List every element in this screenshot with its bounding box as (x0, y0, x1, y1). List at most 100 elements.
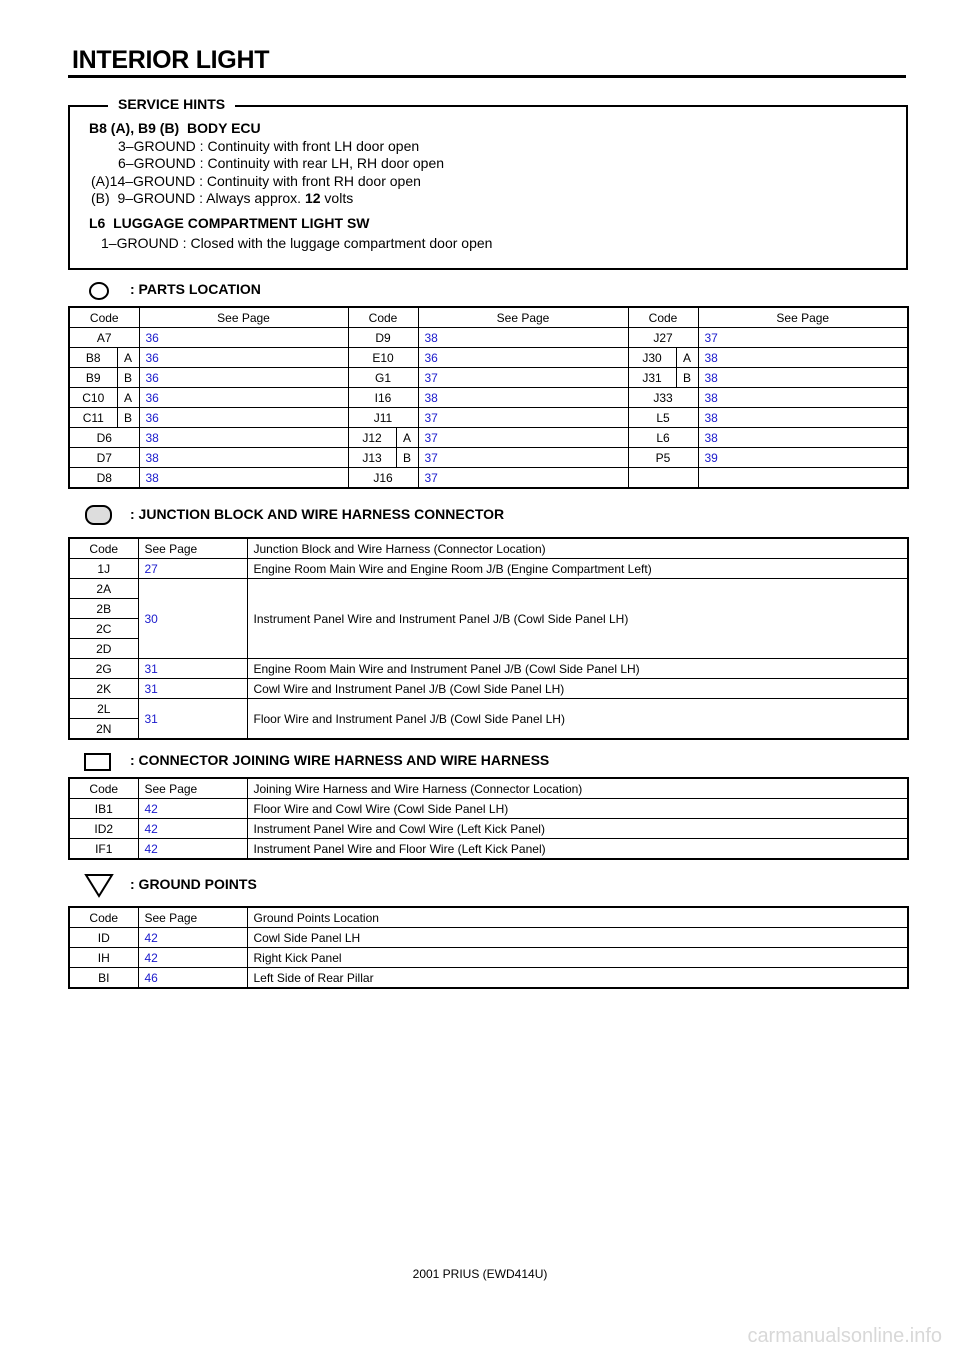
code-cell: L5 (627, 407, 699, 428)
hint-line: (B) 9–GROUND : Always approx. 12 volts (91, 190, 354, 206)
code-cell: J30 (627, 347, 677, 368)
header-cell: Code (68, 306, 140, 328)
suffix-cell: B (116, 367, 140, 388)
see-page-link[interactable]: 36 (138, 327, 349, 348)
see-page-link[interactable]: 46 (137, 967, 248, 989)
see-page-link[interactable]: 38 (417, 387, 629, 408)
header-cell: See Page (137, 777, 248, 799)
code-cell: B8 (68, 347, 118, 368)
see-page-link[interactable]: 31 (137, 678, 248, 699)
see-page-link[interactable]: 42 (137, 947, 248, 968)
see-page-link[interactable]: 38 (138, 467, 349, 489)
see-page-link[interactable]: 38 (697, 367, 909, 388)
location-cell: Instrument Panel Wire and Instrument Pan… (246, 578, 909, 659)
see-page-link[interactable]: 31 (137, 658, 248, 679)
header-cell: Code (68, 906, 139, 928)
suffix-cell: B (675, 367, 699, 388)
service-hints-label: SERVICE HINTS (108, 96, 236, 112)
see-page-link[interactable]: 36 (417, 347, 629, 368)
see-page-link[interactable]: 42 (137, 927, 248, 948)
header-cell: Ground Points Location (246, 906, 909, 928)
page-title: INTERIOR LIGHT (72, 46, 270, 74)
location-cell: Cowl Side Panel LH (246, 927, 909, 948)
connector-joining-table: Code See Page Joining Wire Harness and W… (68, 777, 909, 860)
see-page-link[interactable]: 42 (137, 818, 248, 839)
code-cell: D6 (68, 427, 140, 448)
see-page-link[interactable]: 30 (137, 578, 248, 659)
see-page-link[interactable]: 37 (417, 407, 629, 428)
see-page-link[interactable]: 37 (417, 467, 629, 489)
code-cell: 2C (68, 618, 139, 639)
header-cell: Code (68, 777, 139, 799)
code-cell: B9 (68, 367, 118, 388)
location-cell: Cowl Wire and Instrument Panel J/B (Cowl… (246, 678, 909, 699)
inverted-triangle-icon (84, 874, 114, 898)
code-cell: 1J (68, 558, 139, 579)
see-page-link[interactable]: 38 (697, 407, 909, 428)
see-page-link[interactable]: 36 (138, 367, 349, 388)
hint-line: 6–GROUND : Continuity with rear LH, RH d… (118, 155, 445, 171)
suffix-cell: A (675, 347, 699, 368)
see-page-link[interactable]: 39 (697, 447, 909, 468)
see-page-link[interactable]: 37 (697, 327, 909, 348)
header-cell: See Page (137, 906, 248, 928)
header-cell: See Page (417, 306, 629, 328)
see-page-link[interactable]: 27 (137, 558, 248, 579)
see-page-link[interactable]: 38 (138, 427, 349, 448)
header-cell: Code (627, 306, 699, 328)
see-page-link[interactable]: 37 (417, 427, 629, 448)
see-page-link[interactable]: 36 (138, 347, 349, 368)
table-header-row: Code See Page Code See Page Code See Pag… (68, 306, 909, 328)
watermark: carmanualsonline.info (747, 1325, 942, 1347)
table-header-row: Code See Page Joining Wire Harness and W… (68, 777, 909, 799)
code-cell: J13 (347, 447, 397, 468)
see-page-link[interactable]: 42 (137, 798, 248, 819)
location-cell: Instrument Panel Wire and Cowl Wire (Lef… (246, 818, 909, 839)
see-page-link[interactable]: 38 (697, 347, 909, 368)
code-cell: 2A (68, 578, 139, 599)
see-page-link[interactable]: 38 (417, 327, 629, 348)
code-cell: J27 (627, 327, 699, 348)
hint-heading-luggage-sw: L6 LUGGAGE COMPARTMENT LIGHT SW (89, 215, 370, 231)
code-cell: E10 (347, 347, 419, 368)
code-cell: L6 (627, 427, 699, 448)
code-cell: 2L (68, 698, 139, 719)
see-page-link[interactable]: 38 (138, 447, 349, 468)
header-cell: Code (347, 306, 419, 328)
see-page-link[interactable]: 37 (417, 447, 629, 468)
see-page-link[interactable]: 37 (417, 367, 629, 388)
see-page-link[interactable]: 38 (697, 427, 909, 448)
see-page-link[interactable]: 36 (138, 407, 349, 428)
see-page-link[interactable]: 42 (137, 838, 248, 860)
see-page-link[interactable]: 38 (697, 387, 909, 408)
code-cell: 2G (68, 658, 139, 679)
code-cell: D9 (347, 327, 419, 348)
parts-location-title: : PARTS LOCATION (130, 281, 261, 297)
see-page-link[interactable]: 31 (137, 698, 248, 740)
code-cell: 2B (68, 598, 139, 619)
header-cell: See Page (697, 306, 909, 328)
junction-block-title: : JUNCTION BLOCK AND WIRE HARNESS CONNEC… (130, 506, 505, 522)
code-cell: C11 (68, 407, 118, 428)
table-header-row: Code See Page Junction Block and Wire Ha… (68, 537, 909, 559)
table-header-row: Code See Page Ground Points Location (68, 906, 909, 928)
code-cell: J16 (347, 467, 419, 489)
location-cell: Right Kick Panel (246, 947, 909, 968)
title-rule (68, 75, 906, 78)
code-cell: ID2 (68, 818, 139, 839)
hint-line: (A)14–GROUND : Continuity with front RH … (91, 173, 421, 189)
see-page-link[interactable]: 36 (138, 387, 349, 408)
location-cell: Engine Room Main Wire and Engine Room J/… (246, 558, 909, 579)
junction-block-table: Code See Page Junction Block and Wire Ha… (68, 537, 909, 740)
